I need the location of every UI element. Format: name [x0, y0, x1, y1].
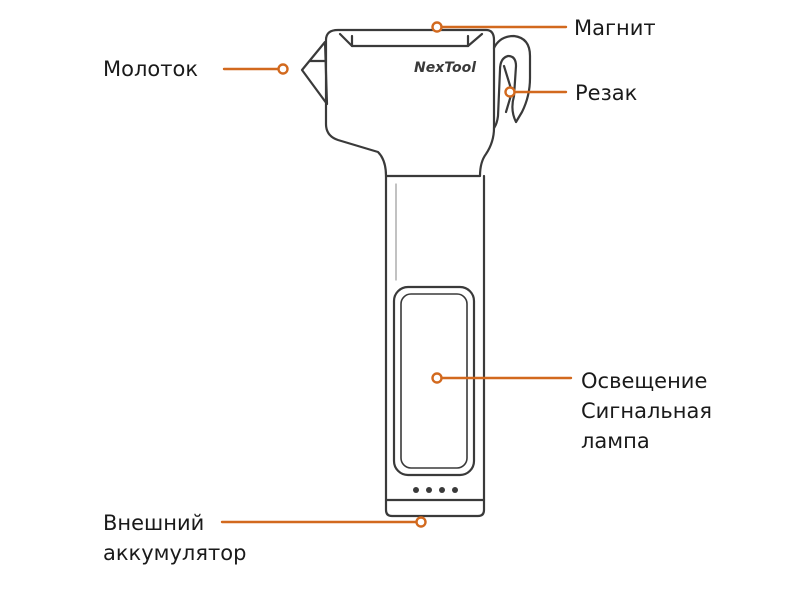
label-magnet: Магнит: [574, 13, 656, 43]
label-cutter-text: Резак: [575, 81, 638, 105]
magnet-rim: [338, 32, 484, 48]
hammer-tip: [300, 40, 329, 106]
label-magnet-text: Магнит: [574, 16, 656, 40]
label-battery: Внешний аккумулятор: [103, 508, 246, 568]
label-light-line-2: Сигнальная: [581, 399, 712, 423]
leader-markers: [277, 21, 516, 528]
battery-dot-2: [426, 487, 432, 493]
light-window-inner: [400, 293, 468, 469]
label-cutter: Резак: [575, 78, 637, 108]
marker-magnet: [431, 21, 443, 33]
label-light-line-3: лампа: [581, 429, 650, 453]
label-battery-line-1: Внешний: [103, 511, 205, 535]
marker-hammer: [277, 63, 289, 75]
device-handle: [384, 174, 486, 518]
battery-dot-1: [413, 487, 419, 493]
light-window-outer: [392, 285, 476, 477]
label-hammer-text: Молоток: [103, 57, 199, 81]
belt-cutter-hook: [492, 34, 532, 130]
leader-lines: [220, 25, 573, 524]
marker-cutter: [504, 86, 516, 98]
label-hammer: Молоток: [103, 54, 198, 84]
marker-light: [431, 372, 443, 384]
device-head: [324, 28, 496, 178]
marker-battery: [415, 516, 427, 528]
battery-dot-3: [439, 487, 445, 493]
emergency-hammer-device: [300, 28, 532, 518]
label-light: Освещение Сигнальная лампа: [581, 366, 712, 456]
label-light-line-1: Освещение: [581, 369, 708, 393]
label-battery-line-2: аккумулятор: [103, 541, 247, 565]
battery-dot-4: [452, 487, 458, 493]
brand-logo-text: NexTool: [414, 60, 476, 76]
battery-indicator-dots: [413, 487, 458, 493]
